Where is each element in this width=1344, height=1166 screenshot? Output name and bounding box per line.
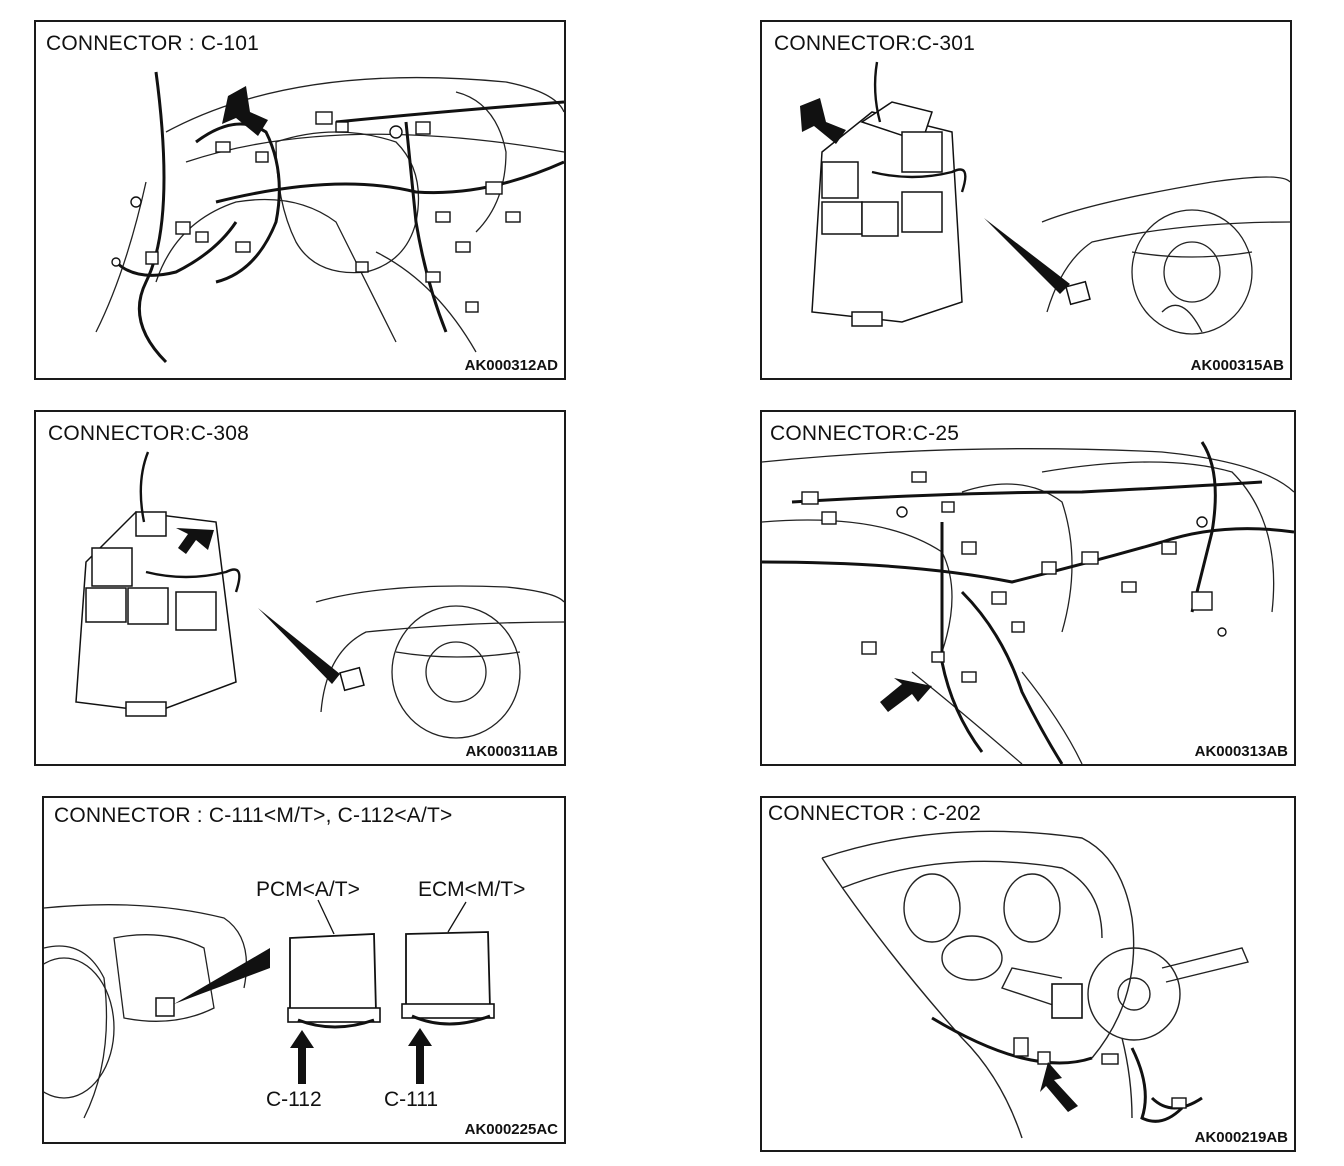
panel-connector-c202: CONNECTOR : C-202 AK000219AB (760, 796, 1296, 1152)
pointer-arrow (1040, 1062, 1078, 1112)
steering-column-illustration (821, 830, 1249, 1139)
panel-title: CONNECTOR : C-111<M/T>, C-112<A/T> (54, 804, 453, 827)
module-label-pcm: PCM<A/T> (256, 878, 360, 901)
wiring-harness-illustration (95, 71, 564, 364)
figure-code: AK000219AB (1194, 1129, 1288, 1146)
relay-box-illustration (800, 61, 1290, 335)
panel-connector-c25: CONNECTOR:C-25 AK000313AB (760, 410, 1296, 766)
figure-code: AK000225AC (464, 1121, 558, 1138)
panel-title: CONNECTOR : C-202 (768, 802, 982, 825)
pointer-wedge (174, 948, 270, 1004)
panel-connector-c111-c112: CONNECTOR : C-111<M/T>, C-112<A/T> PCM<A… (42, 796, 566, 1144)
pointer-arrow (176, 528, 214, 554)
figure-code: AK000311AB (465, 743, 558, 760)
figure-code: AK000312AD (464, 357, 558, 374)
arrow-c111 (408, 1028, 432, 1084)
pcm-module (287, 933, 381, 1029)
pointer-wedge (984, 218, 1070, 294)
panel-title: CONNECTOR:C-308 (48, 422, 249, 445)
panel-title: CONNECTOR:C-25 (770, 422, 960, 445)
relay-box-illustration (75, 451, 564, 739)
panel-connector-c301: CONNECTOR:C-301 AK000315AB (760, 20, 1292, 380)
pointer-wedge (258, 608, 340, 684)
figure-code: AK000313AB (1194, 743, 1288, 760)
figure-code: AK000315AB (1190, 357, 1284, 374)
panel-title: CONNECTOR : C-101 (46, 32, 260, 55)
connector-label-c112: C-112 (266, 1088, 322, 1111)
ecm-pcm-illustration (44, 899, 495, 1119)
ecm-module (401, 931, 495, 1026)
pointer-arrow (880, 678, 932, 712)
module-label-ecm: ECM<M/T> (418, 878, 526, 901)
pointer-arrow (800, 98, 846, 144)
panel-title: CONNECTOR:C-301 (774, 32, 975, 55)
connector-label-c111: C-111 (384, 1088, 439, 1111)
pointer-arrow (222, 86, 268, 136)
panel-connector-c101: CONNECTOR : C-101 AK000312AD (34, 20, 566, 380)
wiring-harness-illustration (762, 441, 1294, 764)
arrow-c112 (290, 1030, 314, 1084)
panel-connector-c308: CONNECTOR:C-308 AK000311AB (34, 410, 566, 766)
